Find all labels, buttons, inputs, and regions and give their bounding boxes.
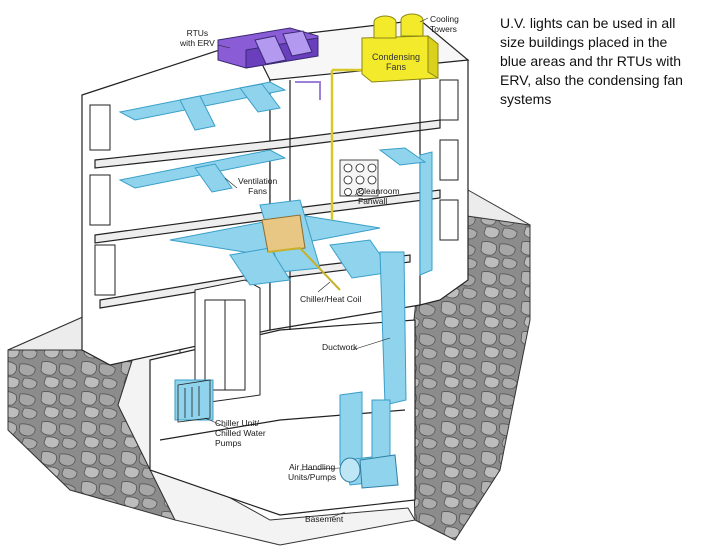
leader-lines	[204, 17, 429, 519]
entrance-door	[194, 279, 261, 403]
label-rtus: RTUs with ERV	[180, 28, 215, 48]
chiller-heat-coil	[261, 214, 341, 291]
air-handling-units	[339, 454, 399, 489]
rtu-units	[217, 27, 319, 69]
label-chiller-heat-coil: Chiller/Heat Coil	[300, 294, 362, 304]
label-ventilation-fans: Ventilation Fans	[238, 176, 278, 196]
condensing-units	[361, 13, 439, 83]
label-air-handling: Air Handling Units/Pumps	[288, 462, 337, 482]
facade-windows	[89, 79, 459, 296]
label-cooling-towers: Cooling Towers	[430, 14, 459, 34]
label-ductwork: Ductwork	[322, 342, 358, 352]
chiller-unit	[177, 379, 211, 423]
cleanroom-fanwall	[339, 159, 379, 197]
label-chiller-unit: Chiller Unit/ Chilled Water Pumps	[215, 418, 266, 448]
label-cleanroom-fanwall: Cleanroom Fanwall	[358, 186, 400, 206]
label-basement: Basement	[305, 514, 344, 524]
label-condensing-fans: Condensing Fans	[372, 52, 421, 72]
exhaust-pipe	[295, 81, 321, 100]
annotation-note: U.V. lights can be used in all size buil…	[500, 15, 683, 107]
